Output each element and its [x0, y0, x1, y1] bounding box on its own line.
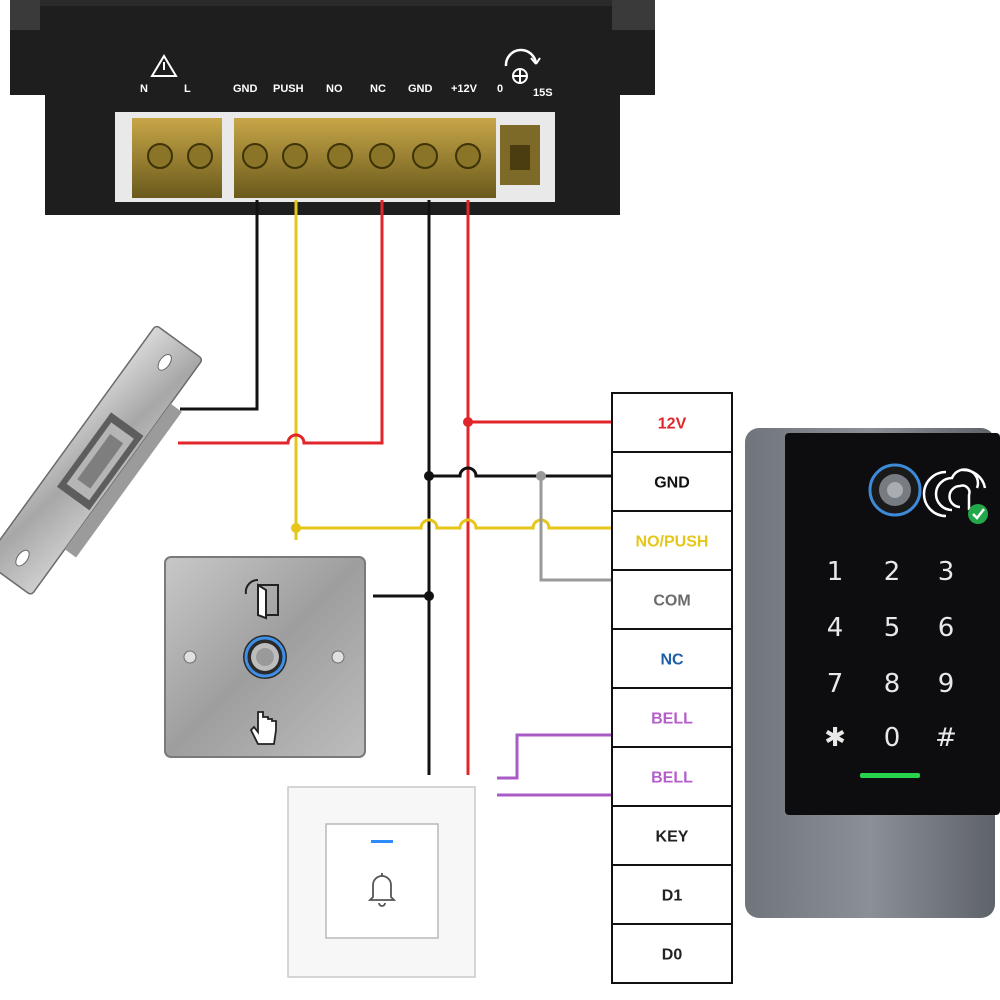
terminal-block	[115, 112, 555, 202]
check-icon	[968, 504, 988, 524]
hand-press-icon	[249, 711, 277, 745]
terminal-label-push: PUSH	[273, 83, 304, 95]
delay-max-label: 15S	[533, 87, 553, 99]
junction-12v	[463, 417, 473, 427]
delay-min-label: 0	[497, 83, 503, 95]
keypad-key[interactable]: 4	[827, 613, 844, 643]
terminal-label-nc: NC	[370, 83, 386, 95]
keypad-key[interactable]: 0	[884, 723, 901, 753]
terminal-label-no: NO	[326, 83, 343, 95]
terminal-label-gnd-2: GND	[408, 83, 433, 95]
doorbell-switch	[287, 786, 476, 978]
pin-label: NC	[660, 652, 684, 669]
wire-junctions	[291, 417, 546, 601]
warning-triangle-icon	[150, 54, 178, 77]
junction-exit-gnd	[424, 591, 434, 601]
exit-button	[164, 556, 366, 758]
pin-label: BELL	[651, 711, 693, 728]
junction-gnd	[424, 471, 434, 481]
wire-com	[539, 476, 612, 582]
status-led	[860, 773, 920, 778]
wire-no-push-reader	[296, 518, 612, 530]
junction-com	[536, 471, 546, 481]
keypad-key[interactable]: #	[935, 723, 957, 753]
wire-lock-nc	[178, 200, 384, 445]
exit-push-button[interactable]	[243, 635, 287, 679]
fingerprint-icon	[922, 468, 987, 518]
terminal-label-l: L	[184, 83, 191, 95]
terminal-label-12v: +12V	[451, 83, 478, 95]
pin-label: D1	[662, 888, 683, 905]
keypad-key[interactable]: 2	[884, 557, 901, 587]
junction-push	[291, 523, 301, 533]
delay-dial-icon	[504, 48, 541, 84]
pin-label: 12V	[658, 416, 687, 433]
terminal-label-n: N	[140, 83, 148, 95]
fingerprint-sensor[interactable]	[868, 463, 922, 517]
bell-icon	[367, 873, 397, 907]
terminal-label-gnd: GND	[233, 83, 258, 95]
keypad-key[interactable]: 9	[938, 669, 955, 699]
keypad-key[interactable]: 1	[827, 557, 844, 587]
keypad-key[interactable]: 7	[827, 669, 844, 699]
pin-label: COM	[653, 593, 690, 610]
keypad-key[interactable]: 8	[884, 669, 901, 699]
keypad-key[interactable]: 5	[884, 613, 901, 643]
keypad-key[interactable]: 3	[938, 557, 955, 587]
wire-bell-1	[497, 733, 612, 780]
keypad-key[interactable]: ✱	[824, 723, 846, 753]
wires	[178, 200, 612, 797]
pin-label: KEY	[656, 829, 689, 846]
pin-label: BELL	[651, 770, 693, 787]
wire-gnd-reader	[429, 466, 612, 478]
pin-label: GND	[654, 475, 690, 492]
keypad-key[interactable]: 6	[938, 613, 955, 643]
power-supply: N L GND PUSH NO NC GND +12V 0 15S	[10, 0, 655, 215]
pin-label: NO/PUSH	[636, 534, 709, 551]
wire-lock-gnd	[180, 200, 259, 411]
electric-strike-lock	[0, 325, 203, 595]
access-control-reader: 1 2 3 4 5 6 7 8 9 ✱ 0 #	[745, 428, 1000, 918]
exit-door-icon	[244, 578, 279, 620]
pin-label: D0	[662, 947, 683, 964]
